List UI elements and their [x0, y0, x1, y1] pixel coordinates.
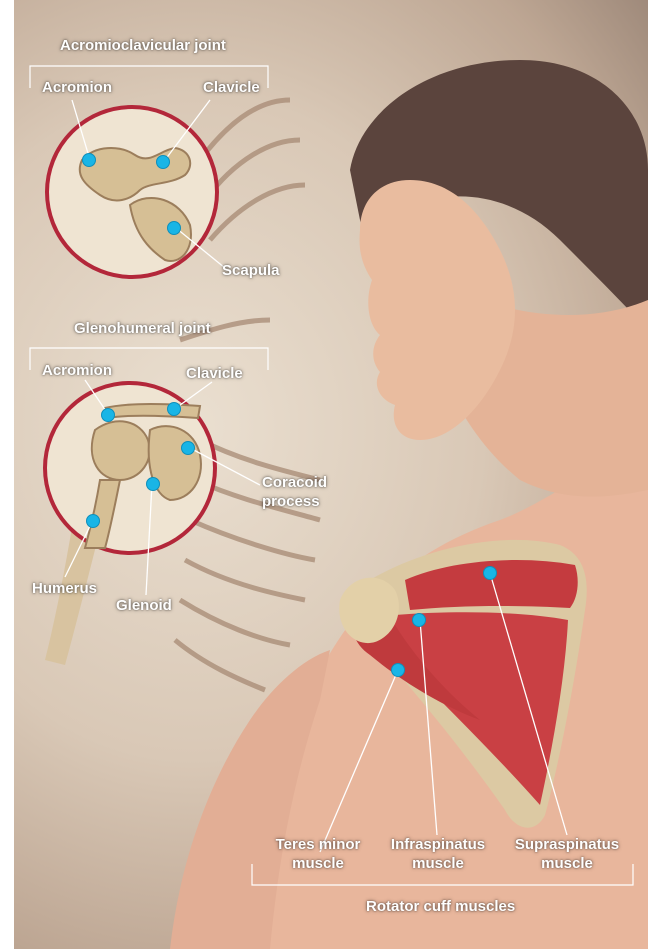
marker-infraspinatus [412, 613, 426, 627]
rotator-cuff-title: Rotator cuff muscles [366, 898, 515, 915]
gh-humerus-label: Humerus [32, 580, 97, 597]
ac-acromion-label: Acromion [42, 79, 112, 96]
marker-gh-glenoid [146, 477, 160, 491]
marker-ac-acromion [82, 153, 96, 167]
gh-acromion-label: Acromion [42, 362, 112, 379]
teres-minor-label-line1: Teres minor [268, 836, 368, 853]
marker-gh-humerus [86, 514, 100, 528]
gh-clavicle-label: Clavicle [186, 365, 243, 382]
marker-teres-minor [391, 663, 405, 677]
infraspinatus-label-line1: Infraspinatus [382, 836, 494, 853]
supraspinatus-label-line2: muscle [508, 855, 626, 872]
supraspinatus-label-line1: Supraspinatus [508, 836, 626, 853]
gh-glenoid-label: Glenoid [116, 597, 172, 614]
marker-supraspinatus [483, 566, 497, 580]
teres-minor-label-line2: muscle [268, 855, 368, 872]
ac-joint-title: Acromioclavicular joint [60, 37, 226, 54]
marker-ac-scapula [167, 221, 181, 235]
marker-ac-clavicle [156, 155, 170, 169]
ac-clavicle-label: Clavicle [203, 79, 260, 96]
marker-gh-acromion [101, 408, 115, 422]
marker-gh-clavicle [167, 402, 181, 416]
ac-scapula-label: Scapula [222, 262, 280, 279]
gh-joint-title: Glenohumeral joint [74, 320, 211, 337]
gh-coracoid-label-line1: Coracoid [262, 474, 327, 491]
gh-coracoid-label-line2: process [262, 493, 320, 510]
marker-gh-coracoid [181, 441, 195, 455]
infraspinatus-label-line2: muscle [382, 855, 494, 872]
